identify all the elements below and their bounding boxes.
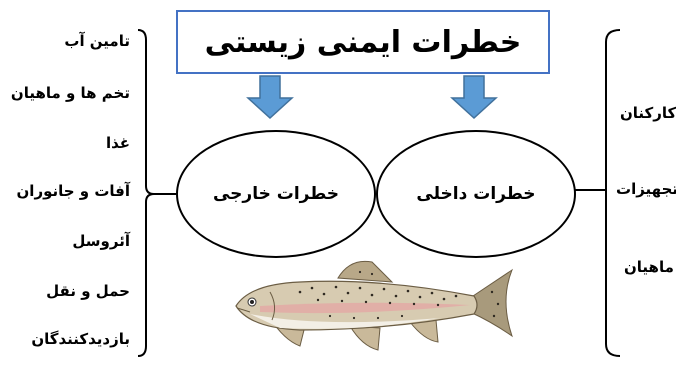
external-factor: تامین آب xyxy=(64,32,130,50)
external-factor: آفات و جانوران xyxy=(17,182,131,200)
external-factor: غذا xyxy=(106,134,130,152)
internal-factor: تجهیزات xyxy=(616,180,676,198)
diagram-title: خطرات ایمنی زیستی xyxy=(205,25,522,60)
external-factor: حمل و نقل xyxy=(46,282,130,300)
internal-factor: کارکنان xyxy=(620,104,676,122)
internal-risks-node: خطرات داخلی xyxy=(376,130,576,258)
arrow-down-right xyxy=(452,76,496,118)
external-risks-label: خطرات خارجی xyxy=(213,184,339,204)
title-box: خطرات ایمنی زیستی xyxy=(176,10,550,74)
external-factor: تخم ها و ماهیان xyxy=(11,84,130,102)
left-brace xyxy=(138,30,154,356)
trout-fish-image xyxy=(236,261,512,350)
external-risks-node: خطرات خارجی xyxy=(176,130,376,258)
internal-risks-label: خطرات داخلی xyxy=(416,184,535,204)
internal-factor: ماهیان xyxy=(624,258,674,276)
arrow-down-left xyxy=(248,76,292,118)
external-factor: آئروسل xyxy=(72,232,130,250)
external-factor: بازدیدکنندگان xyxy=(31,330,130,348)
